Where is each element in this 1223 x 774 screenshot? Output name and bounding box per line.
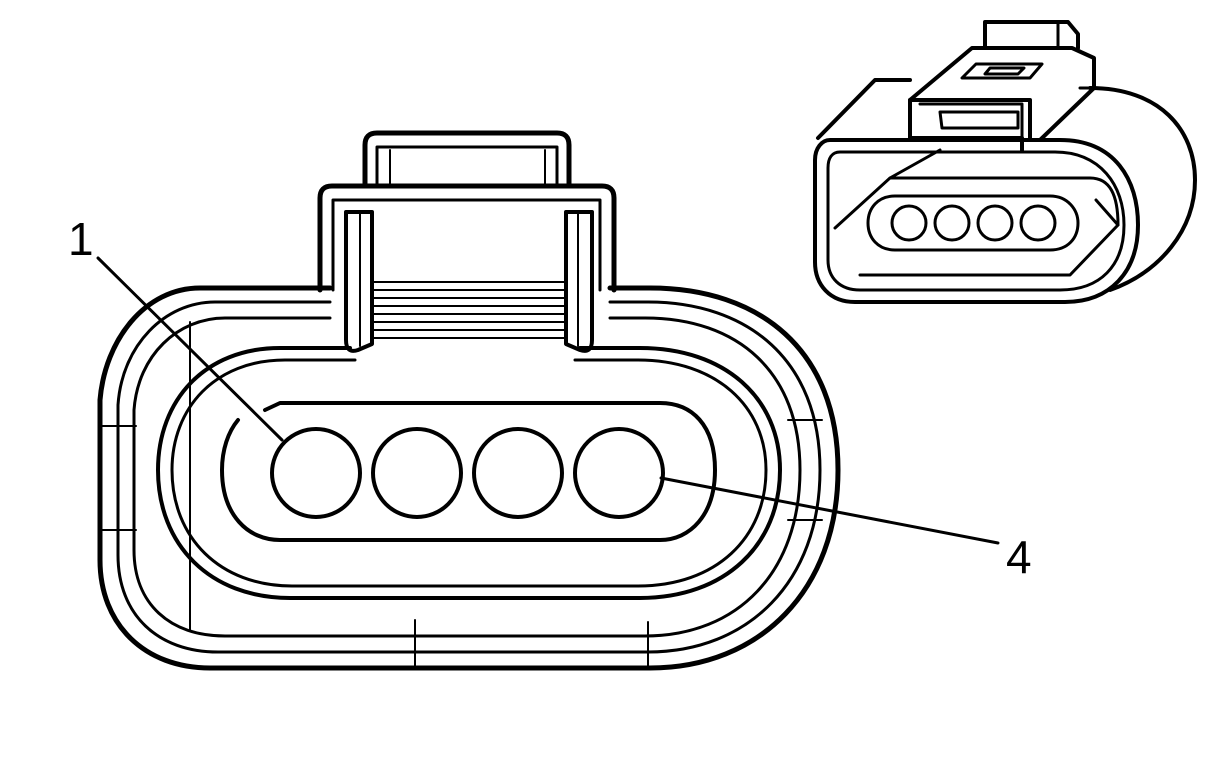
connector-cavity	[156, 346, 782, 600]
iso-pin-1	[890, 204, 928, 242]
pin-4-callout: 4	[1006, 531, 1032, 583]
terminal-pins	[270, 427, 665, 519]
connector-outer-shell	[97, 285, 841, 671]
locking-tab	[317, 130, 617, 353]
pin-3-terminal	[472, 427, 564, 519]
pin-1-terminal	[270, 427, 362, 519]
connector-isometric-view	[813, 20, 1197, 304]
iso-pin-2	[933, 204, 971, 242]
iso-pin-3	[976, 204, 1014, 242]
callout-leaders	[96, 256, 1000, 545]
pin-1-leader-line	[96, 256, 284, 442]
iso-pin-4	[1019, 204, 1057, 242]
pin-4-terminal	[573, 427, 665, 519]
connector-face-view: 1 4	[68, 130, 1032, 671]
pin-1-callout: 1	[68, 213, 94, 265]
pin-4-leader-line	[659, 476, 1000, 545]
pin-2-terminal	[371, 427, 463, 519]
